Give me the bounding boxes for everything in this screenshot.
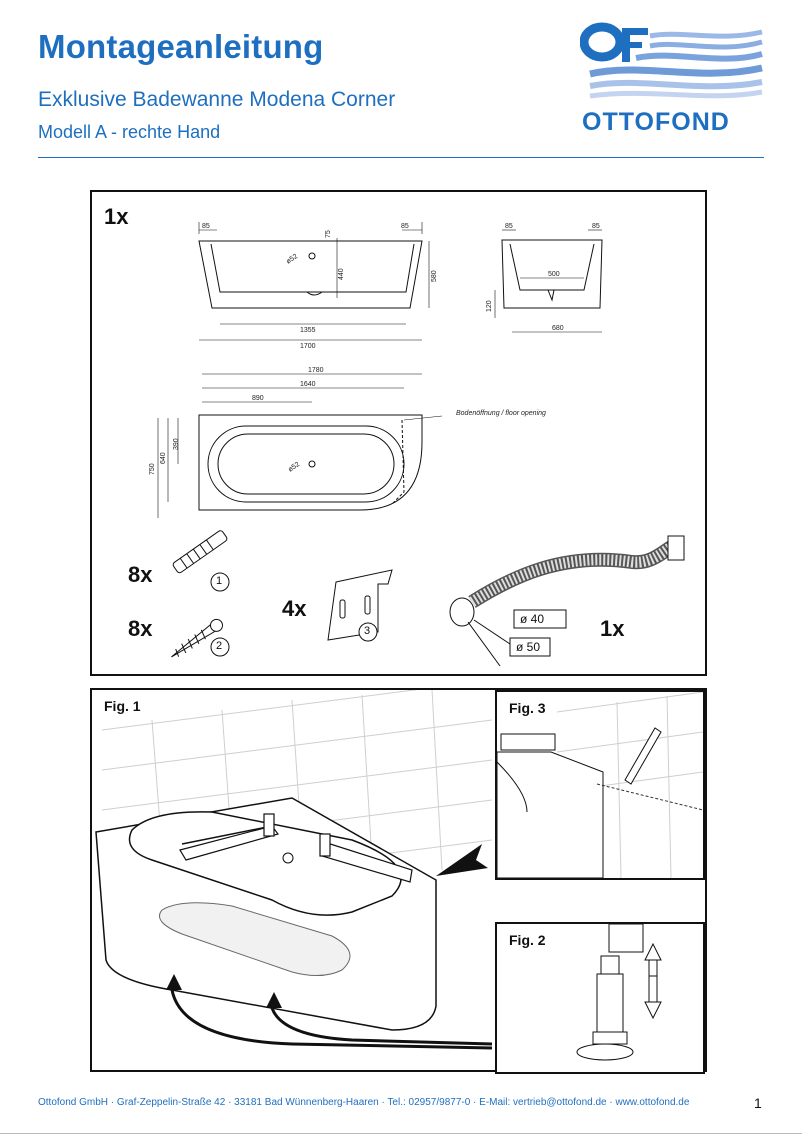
diameter-50-label: ø 50	[516, 640, 541, 654]
dim-side-depth: 75	[325, 230, 332, 238]
logo-wordmark: OTTOFOND	[582, 108, 730, 136]
fig2-label: Fig. 2	[509, 932, 546, 948]
dim-side-inner-w: 1355	[300, 327, 316, 334]
overflow-hole	[282, 852, 294, 864]
parts-panel: 1x 85 85 75 ø52 440 580 1355 1700	[90, 190, 707, 676]
drain-hose-icon	[449, 535, 685, 667]
part-3-callout-circle	[358, 622, 378, 642]
arrow-head-right	[266, 992, 282, 1008]
fig1-illustration	[95, 690, 493, 1050]
diameter-40-frame	[513, 609, 567, 629]
dim-end-inner-w: 500	[548, 271, 560, 278]
dim-plan-h-half: 390	[173, 438, 180, 450]
fig2-illustration	[576, 924, 662, 1061]
arrow-to-fig3	[436, 844, 488, 876]
dim-side-total-w: 1700	[300, 343, 316, 350]
fig1-label: Fig. 1	[104, 698, 141, 714]
dim-end-top-right: 85	[592, 223, 600, 230]
part-2-callout-circle	[210, 637, 230, 657]
drain-quantity: 1x	[600, 616, 625, 641]
part-2-number: 2	[216, 640, 223, 652]
dim-side-top-left: 85	[202, 223, 210, 230]
tub-side-view	[198, 222, 430, 341]
dim-side-total-h: 580	[431, 270, 438, 282]
tub-plan-view	[157, 373, 443, 518]
dim-plan-h-total: 750	[149, 463, 156, 475]
dim-end-foot: 120	[486, 300, 493, 312]
arrow-head-left	[166, 974, 182, 990]
dim-end-top-left: 85	[505, 223, 513, 230]
header-divider	[38, 157, 764, 158]
part-3-number: 3	[364, 625, 371, 637]
dim-side-top-right: 85	[401, 223, 409, 230]
part-1-number: 1	[216, 575, 223, 587]
diameter-50-frame	[509, 637, 551, 657]
dim-plan-half: 890	[252, 395, 264, 402]
dim-plan-mid: 1640	[300, 381, 316, 388]
install-arrows	[170, 989, 493, 1050]
dim-end-total-w: 680	[552, 325, 564, 332]
diameter-40-label: ø 40	[520, 612, 545, 626]
tub-end-view	[494, 229, 603, 333]
fig3-label: Fig. 3	[509, 700, 546, 716]
fig3-panel: Fig. 3	[495, 690, 705, 880]
dim-side-inner-h: 440	[338, 268, 345, 280]
page-title: Montageanleitung	[38, 28, 324, 65]
dowel-icon	[172, 530, 228, 574]
fig2-panel: Fig. 2	[495, 922, 705, 1074]
dim-plan-h-mid: 640	[160, 452, 167, 464]
technical-drawing: 85 85 75 ø52 440 580 1355 1700 85 85 500…	[149, 222, 685, 667]
bracket-quantity: 4x	[282, 596, 307, 621]
tub-frame	[159, 902, 351, 976]
screw-quantity: 8x	[128, 616, 153, 641]
dim-plan-total: 1780	[308, 367, 324, 374]
dowel-quantity: 8x	[128, 562, 153, 587]
model-label: Modell A - rechte Hand	[38, 122, 221, 142]
page-number: 1	[754, 1095, 762, 1111]
ottofond-logo: OTTOFOND	[579, 22, 766, 140]
tub-quantity: 1x	[104, 204, 129, 229]
dim-plan-drain: ø52	[287, 461, 301, 474]
bracket-icon	[327, 569, 393, 641]
label-floor-opening: Bodenöffnung / floor opening	[456, 410, 546, 417]
figures-panel: Fig. 1 Fig. 3 Fig. 2	[90, 688, 707, 1074]
leveling-beams	[179, 813, 413, 883]
fig3-illustration	[497, 692, 703, 878]
product-subtitle: Exklusive Badewanne Modena Corner	[38, 88, 396, 111]
footer-contact: Ottofond GmbH · Graf-Zeppelin-Straße 42 …	[38, 1097, 690, 1108]
part-1-callout-circle	[210, 572, 230, 592]
screw-icon	[171, 618, 223, 658]
dim-side-drain: ø52	[285, 253, 299, 266]
logo-graphic	[579, 22, 763, 99]
